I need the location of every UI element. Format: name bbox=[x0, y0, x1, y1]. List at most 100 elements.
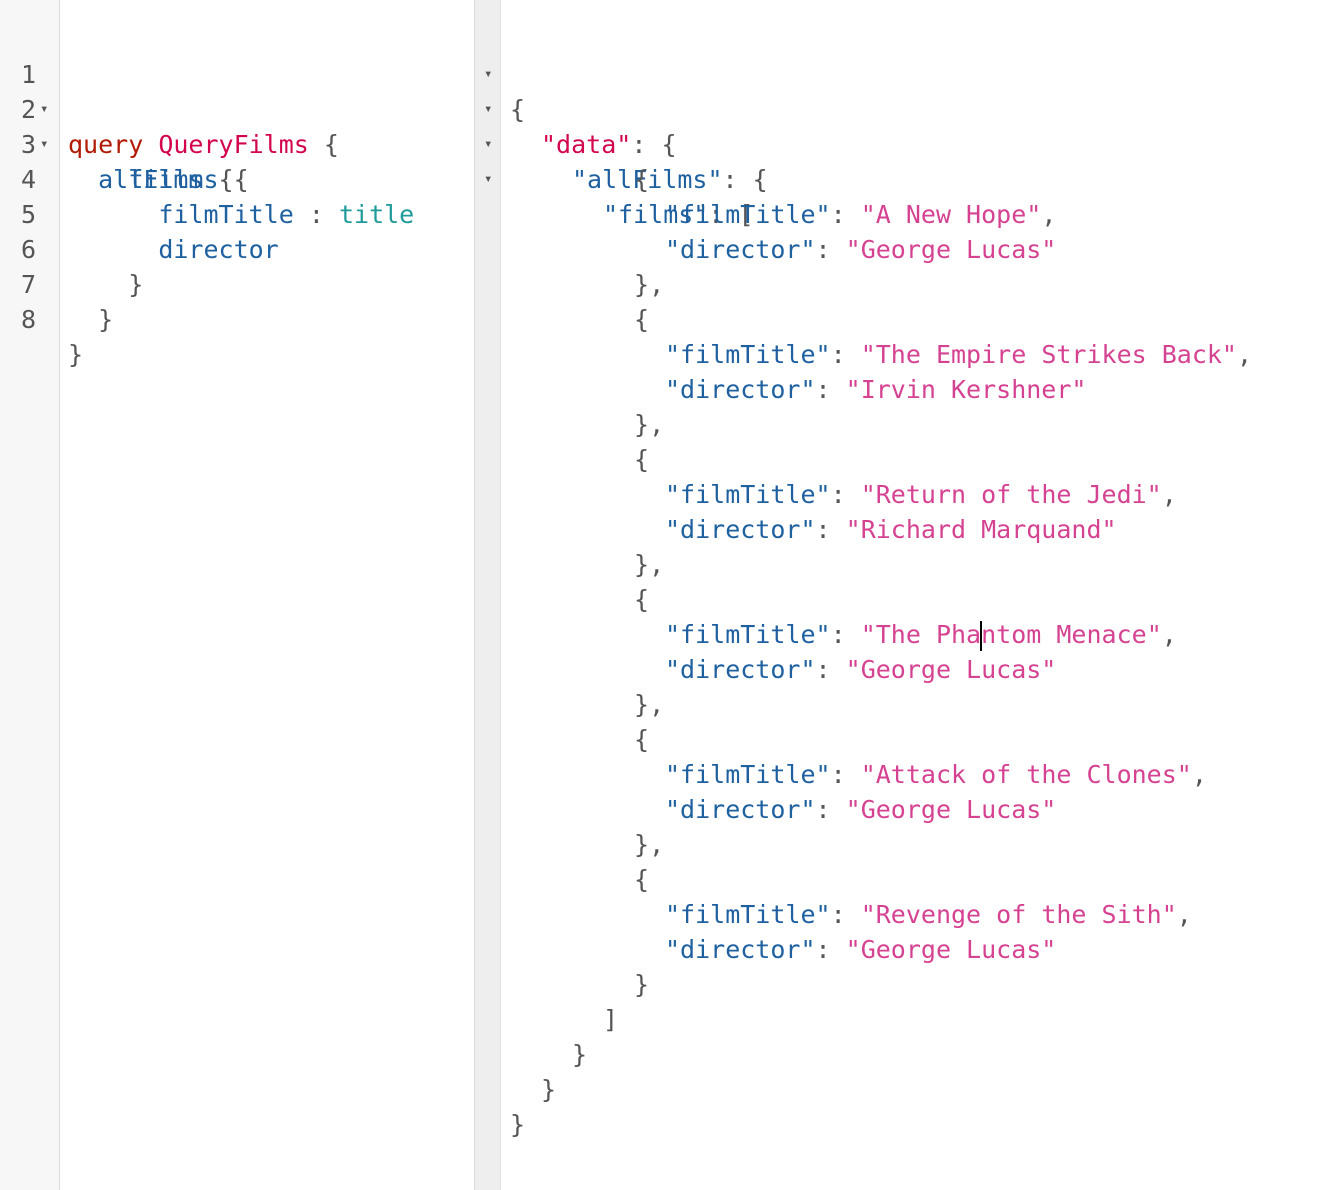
film-title-value: "Return of the Jedi" bbox=[860, 480, 1162, 509]
film-title-value: "Attack of the Clones" bbox=[860, 760, 1192, 789]
result-line: { bbox=[501, 582, 1344, 617]
result-line: ▾ "allFilms": { bbox=[484, 92, 1344, 194]
close-brace: } bbox=[634, 690, 650, 719]
colon: : bbox=[815, 375, 831, 404]
open-brace: { bbox=[634, 865, 650, 894]
json-key-filmTitle: "filmTitle" bbox=[665, 340, 831, 369]
open-brace: { bbox=[634, 725, 650, 754]
result-line: }, bbox=[634, 690, 665, 719]
editor-line-7[interactable]: 7 } bbox=[0, 232, 474, 334]
editor-line-6[interactable]: 6 } bbox=[0, 197, 474, 299]
json-key-director: "director" bbox=[665, 375, 816, 404]
open-brace: { bbox=[634, 445, 650, 474]
json-key-director: "director" bbox=[665, 935, 816, 964]
close-bracket: ] bbox=[603, 1005, 619, 1034]
result-line: { bbox=[501, 862, 1344, 897]
result-line: "filmTitle": "Revenge of the Sith", bbox=[665, 900, 1192, 929]
fold-arrow-icon[interactable]: ▾ bbox=[484, 136, 493, 152]
colon: : bbox=[815, 235, 831, 264]
query-editor[interactable]: 1 ▾ query QueryFilms { 2 ▾ allFilms { 3 … bbox=[0, 0, 474, 1190]
fold-arrow-icon[interactable]: ▾ bbox=[40, 136, 49, 152]
fold-arrow-icon[interactable]: ▾ bbox=[484, 101, 493, 117]
result-line: "filmTitle": "Return of the Jedi", bbox=[665, 480, 1177, 509]
close-brace: } bbox=[68, 340, 84, 369]
director-value: "Irvin Kershner" bbox=[845, 375, 1087, 404]
result-line: }, bbox=[634, 410, 665, 439]
result-line: } bbox=[501, 1072, 1344, 1107]
result-line: }, bbox=[634, 270, 665, 299]
close-brace: } bbox=[128, 270, 144, 299]
film-title-value: "The Empire Strikes Back" bbox=[860, 340, 1237, 369]
film-title-value: "Revenge of the Sith" bbox=[860, 900, 1177, 929]
director-value: "George Lucas" bbox=[845, 235, 1057, 264]
result-line: "filmTitle": "A New Hope", bbox=[665, 200, 1057, 229]
pane-resize-handle[interactable] bbox=[474, 0, 501, 1190]
result-line: "director": "George Lucas" bbox=[501, 792, 1344, 827]
colon: : bbox=[308, 200, 324, 229]
colon: : bbox=[830, 620, 846, 649]
director-value: "Richard Marquand" bbox=[845, 515, 1117, 544]
result-line: "director": "Irvin Kershner" bbox=[501, 372, 1344, 407]
close-brace: } bbox=[541, 1075, 557, 1104]
open-brace: { bbox=[218, 165, 234, 194]
close-brace: } bbox=[510, 1110, 526, 1139]
json-key-filmTitle: "filmTitle" bbox=[665, 480, 831, 509]
result-line: ] bbox=[501, 1002, 1344, 1037]
query-code-area[interactable]: 1 ▾ query QueryFilms { 2 ▾ allFilms { 3 … bbox=[0, 22, 474, 369]
close-brace: } bbox=[634, 270, 650, 299]
colon: : bbox=[830, 760, 846, 789]
colon: : bbox=[830, 340, 846, 369]
result-line: { bbox=[501, 162, 1344, 197]
result-line: { bbox=[501, 442, 1344, 477]
line-number: 8 bbox=[20, 305, 36, 334]
editor-line-2[interactable]: 2 ▾ allFilms { bbox=[0, 57, 474, 194]
open-brace: { bbox=[634, 305, 650, 334]
result-line: "director": "George Lucas" bbox=[501, 232, 1344, 267]
fold-arrow-icon[interactable]: ▾ bbox=[484, 66, 493, 82]
colon: : bbox=[830, 900, 846, 929]
open-brace: { bbox=[661, 130, 677, 159]
json-key-filmTitle: "filmTitle" bbox=[665, 200, 831, 229]
film-title-value: "A New Hope" bbox=[860, 200, 1042, 229]
open-brace: { bbox=[634, 165, 650, 194]
editor-line-4[interactable]: 4 filmTitle : title bbox=[0, 127, 474, 229]
field-films: films bbox=[128, 165, 204, 194]
json-key-director: "director" bbox=[665, 235, 816, 264]
editor-line-5[interactable]: 5 director bbox=[0, 162, 474, 264]
json-key-data: "data" bbox=[541, 130, 632, 159]
colon: : bbox=[830, 480, 846, 509]
result-code-area[interactable]: ▾ { ▾ "data": { ▾ "allFilms": { ▾ "films… bbox=[484, 22, 1344, 1142]
open-brace: { bbox=[233, 165, 249, 194]
query-keyword: query bbox=[68, 130, 144, 159]
director-value: "George Lucas" bbox=[845, 655, 1057, 684]
result-line: "filmTitle": "The Empire Strikes Back", bbox=[665, 340, 1253, 369]
editor-line-1[interactable]: 1 ▾ query QueryFilms { bbox=[0, 22, 474, 159]
result-line: ▾ { bbox=[484, 22, 1344, 124]
json-key-filmTitle: "filmTitle" bbox=[665, 760, 831, 789]
json-key-director: "director" bbox=[665, 655, 816, 684]
line-number: 4 bbox=[20, 165, 36, 194]
line-number: 1 bbox=[20, 60, 36, 89]
editor-line-3[interactable]: 3 films { bbox=[0, 92, 474, 194]
result-line: }, bbox=[634, 550, 665, 579]
text-cursor bbox=[980, 621, 983, 651]
field-director: director bbox=[158, 235, 279, 264]
close-brace: } bbox=[634, 970, 650, 999]
close-brace: } bbox=[98, 305, 114, 334]
close-brace: } bbox=[572, 1040, 588, 1069]
open-bracket: [ bbox=[738, 200, 754, 229]
film-title-value-part1: "The Pha bbox=[860, 620, 982, 649]
json-key-filmTitle: "filmTitle" bbox=[665, 620, 831, 649]
line-number: 7 bbox=[20, 270, 36, 299]
result-line: "filmTitle": "The Phantom Menace", bbox=[665, 620, 1177, 651]
result-line: } bbox=[501, 967, 1344, 1002]
open-brace: { bbox=[510, 95, 526, 124]
fold-arrow-icon[interactable]: ▾ bbox=[40, 101, 49, 117]
colon: : bbox=[631, 130, 647, 159]
result-viewer[interactable]: ▾ { ▾ "data": { ▾ "allFilms": { ▾ "films… bbox=[484, 0, 1344, 1190]
colon: : bbox=[815, 795, 831, 824]
editor-line-8[interactable]: 8 } bbox=[0, 267, 474, 369]
alias-filmTitle: filmTitle bbox=[158, 200, 294, 229]
result-line: "director": "George Lucas" bbox=[501, 652, 1344, 687]
fold-arrow-icon[interactable]: ▾ bbox=[484, 171, 493, 187]
